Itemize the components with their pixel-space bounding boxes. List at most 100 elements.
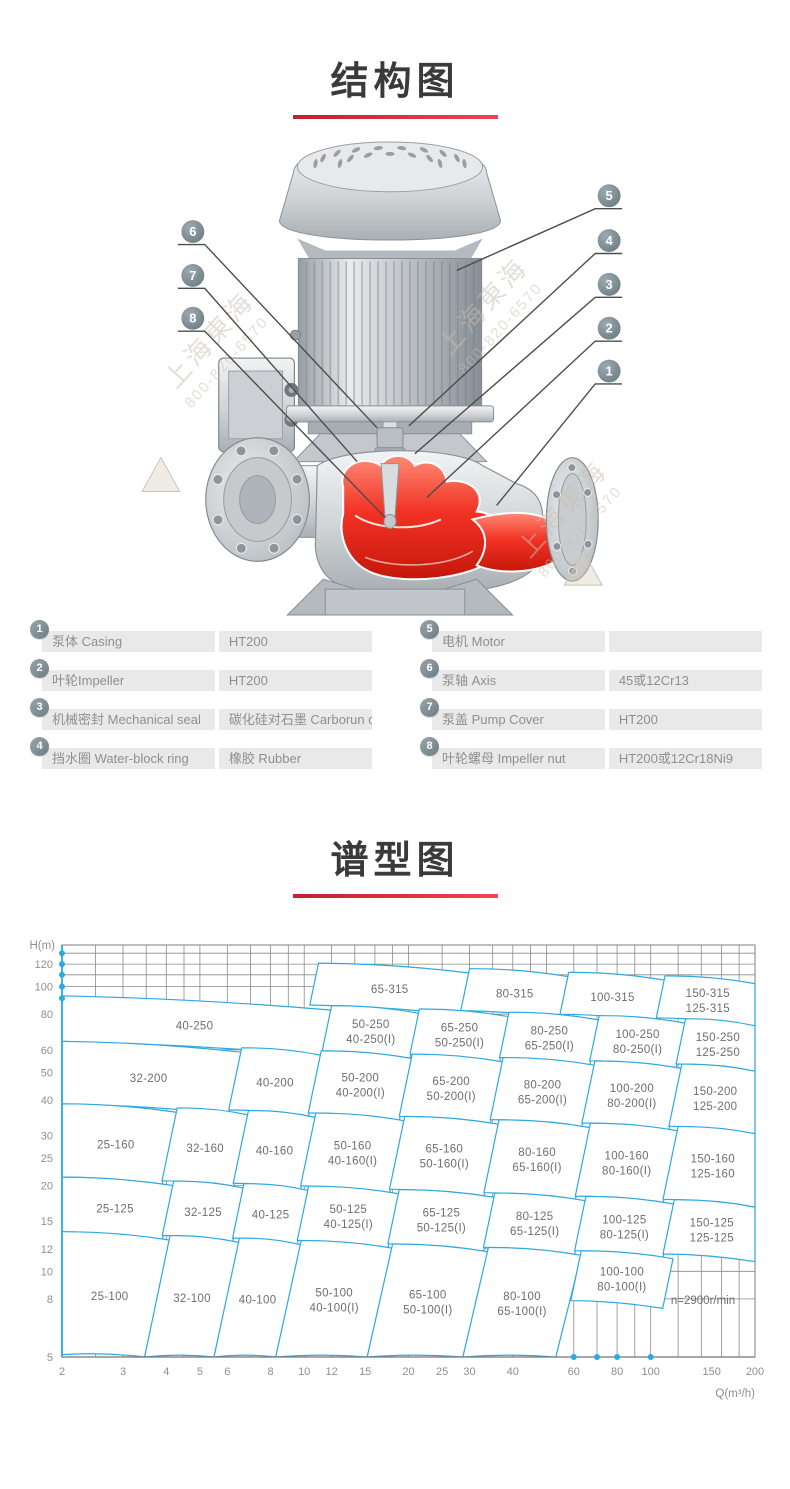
pump-model-label: 50-125(I) (417, 1223, 466, 1235)
svg-text:60: 60 (568, 1366, 580, 1378)
part-name: 泵体 Casing (42, 631, 215, 652)
svg-text:12: 12 (41, 1244, 53, 1256)
callout-leader-line (426, 340, 623, 499)
part-number-badge: 3 (30, 698, 49, 717)
pump-model-label: 65-125 (423, 1208, 461, 1220)
pump-model-label: 80-250(I) (613, 1044, 662, 1056)
pump-model-label: 40-125 (252, 1209, 290, 1221)
svg-text:5: 5 (197, 1366, 203, 1378)
pump-model-region (482, 1192, 587, 1256)
pump-model-label: 65-125(I) (510, 1226, 559, 1238)
part-number-badge: 8 (420, 737, 439, 756)
svg-text:3: 3 (120, 1366, 126, 1378)
callout-number: 1 (606, 364, 613, 379)
svg-text:5: 5 (47, 1352, 53, 1364)
structure-section: 结构图 (30, 61, 762, 787)
svg-text:15: 15 (41, 1216, 53, 1228)
svg-text:12: 12 (325, 1366, 337, 1378)
pump-model-label: 150-200 (693, 1086, 737, 1098)
part-number-badge: 6 (420, 659, 439, 678)
pump-model-label: 80-250 (531, 1026, 569, 1038)
pump-model-label: 65-160(I) (512, 1162, 561, 1174)
pump-model-label: 40-100 (239, 1294, 277, 1306)
pump-model-label: 40-250(I) (346, 1034, 395, 1046)
pump-model-label: 80-160 (518, 1147, 556, 1159)
pump-model-label: 100-315 (590, 992, 634, 1004)
pump-model-label: 80-160(I) (602, 1166, 651, 1178)
part-name: 机械密封 Mechanical seal (42, 709, 215, 730)
pump-model-label: 150-250 (696, 1032, 740, 1044)
motor-body (289, 257, 483, 409)
pump-model-label: 25-160 (97, 1140, 135, 1152)
pump-model-region (581, 1060, 683, 1132)
svg-text:50: 50 (41, 1067, 53, 1079)
pump-model-region (307, 1050, 413, 1122)
pump-model-label: 50-100 (315, 1288, 353, 1300)
callout-leader-line (496, 383, 623, 506)
svg-text:2: 2 (59, 1366, 65, 1378)
part-number-badge: 4 (30, 737, 49, 756)
callout-leader-line (177, 287, 358, 463)
pump-model-label: 80-200(I) (607, 1098, 656, 1110)
pump-model-label: 100-200 (610, 1083, 654, 1095)
pump-structure-svg: 上海東海800-820-6570上海東海800-820-6570上海東海800-… (141, 141, 626, 616)
callout-circle (597, 184, 621, 208)
pump-model-label: 65-100(I) (497, 1306, 546, 1318)
impeller-shaft-tip (380, 463, 400, 529)
discharge-flange (545, 457, 599, 582)
pump-model-label: 50-200 (341, 1073, 379, 1085)
svg-text:20: 20 (41, 1181, 53, 1193)
pump-model-label: 50-200(I) (427, 1091, 476, 1103)
callout-number: 6 (189, 224, 196, 239)
callout-number: 8 (189, 311, 196, 326)
part-material: HT200 (218, 631, 372, 652)
svg-text:4: 4 (163, 1366, 169, 1378)
svg-text:40: 40 (41, 1095, 53, 1107)
pump-model-label: 80-100(I) (597, 1282, 646, 1294)
pump-model-label: 40-100(I) (310, 1303, 359, 1315)
pump-model-label: 80-125(I) (600, 1229, 649, 1241)
pump-model-label: 150-160 (691, 1154, 735, 1166)
pump-model-label: 32-200 (130, 1073, 168, 1085)
svg-text:100: 100 (35, 982, 53, 994)
svg-text:6: 6 (224, 1366, 230, 1378)
pump-model-label: 80-100 (503, 1291, 541, 1303)
svg-text:25: 25 (41, 1153, 53, 1165)
svg-text:80: 80 (611, 1366, 623, 1378)
pump-model-label: 40-160(I) (328, 1155, 377, 1167)
pump-model-label: 40-125(I) (324, 1219, 373, 1231)
part-number-badge: 1 (30, 620, 49, 639)
pump-model-label: 65-250 (441, 1022, 479, 1034)
pump-model-region (662, 1125, 756, 1208)
pump-model-label: 80-125 (516, 1211, 554, 1223)
pump-model-region (483, 1119, 591, 1201)
pump-model-label: 100-125 (602, 1214, 646, 1226)
pump-model-label: 125-315 (686, 1003, 730, 1015)
callout-leader-line (177, 243, 378, 429)
pump-model-region (300, 1112, 406, 1195)
callout-circle (597, 229, 621, 253)
pump-model-label: 65-200(I) (518, 1095, 567, 1107)
pump-model-label: 50-160 (334, 1140, 372, 1152)
pump-model-region (296, 1185, 400, 1249)
svg-text:80: 80 (41, 1009, 53, 1021)
pump-model-label: 40-160 (256, 1146, 294, 1158)
pump-model-label: 65-160 (425, 1144, 463, 1156)
volute-cutaway (340, 454, 560, 581)
pump-model-label: 150-125 (690, 1218, 734, 1230)
pump-model-region (574, 1195, 675, 1259)
pump-model-label: 32-160 (186, 1143, 224, 1155)
pump-model-label: 32-125 (184, 1207, 222, 1219)
pump-model-label: 50-160(I) (420, 1159, 469, 1171)
pump-model-region (388, 1115, 500, 1198)
pump-model-label: 25-100 (91, 1291, 129, 1303)
callout-circle (597, 359, 621, 383)
